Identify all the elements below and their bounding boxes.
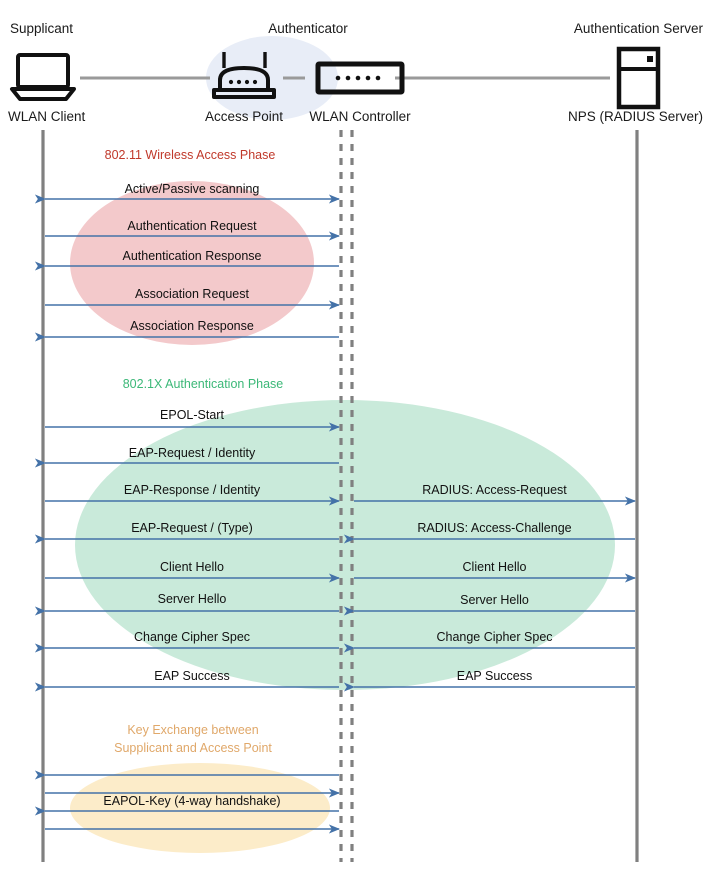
phase-label-key-exchange-line1: Key Exchange between xyxy=(127,723,258,737)
phase-label-key-exchange-line2: Supplicant and Access Point xyxy=(114,741,272,755)
actor-device-wlan-client: WLAN Client xyxy=(8,109,86,124)
message-label: Authentication Response xyxy=(123,249,262,263)
message-m13: Client Hello xyxy=(354,560,637,583)
message-label: Client Hello xyxy=(160,560,224,574)
message-m15: Server Hello xyxy=(343,593,635,616)
message-m7: EAP-Request / Identity xyxy=(34,446,339,468)
actor-device-access-point: Access Point xyxy=(205,109,283,124)
message-label: RADIUS: Access-Challenge xyxy=(417,521,571,535)
network-switch-icon xyxy=(315,61,405,95)
phase-ellipse-key-exchange xyxy=(70,763,330,853)
message-m1: Active/Passive scanning xyxy=(34,182,341,204)
server-tower-icon xyxy=(616,46,661,110)
message-m17: Change Cipher Spec xyxy=(343,630,635,653)
actor-role-auth-server: Authentication Server xyxy=(574,21,704,36)
message-m10: EAP-Request / (Type) xyxy=(34,521,339,544)
actor-role-supplicant: Supplicant xyxy=(10,21,73,36)
wireless-router-icon xyxy=(212,52,276,99)
message-m6: EPOL-Start xyxy=(45,408,341,432)
message-m12: Client Hello xyxy=(45,560,341,583)
message-label: Server Hello xyxy=(158,592,227,606)
message-m2: Authentication Request xyxy=(45,219,341,241)
phase-ellipse-dot1x-auth xyxy=(75,400,615,690)
message-label: Active/Passive scanning xyxy=(125,182,260,196)
message-label: EAP Success xyxy=(154,669,230,683)
message-label: Server Hello xyxy=(460,593,529,607)
message-m5: Association Response xyxy=(34,319,339,342)
actor-device-wlan-controller: WLAN Controller xyxy=(309,109,411,124)
message-label: Change Cipher Spec xyxy=(134,630,250,644)
message-m4: Association Request xyxy=(45,287,341,310)
message-label: Authentication Request xyxy=(127,219,257,233)
message-label: EAP-Request / Identity xyxy=(129,446,256,460)
message-label: Association Response xyxy=(130,319,254,333)
message-label: EAP Success xyxy=(457,669,533,683)
message-m19: EAP Success xyxy=(343,669,635,692)
phase-ellipse-wireless-access xyxy=(70,181,314,345)
message-label: EAPOL-Key (4-way handshake) xyxy=(103,794,280,808)
message-m16: Change Cipher Spec xyxy=(34,630,339,653)
message-label: RADIUS: Access-Request xyxy=(422,483,567,497)
message-label: EAP-Request / (Type) xyxy=(131,521,253,535)
phase-label-dot1x-auth: 802.1X Authentication Phase xyxy=(123,377,284,391)
message-label: Client Hello xyxy=(463,560,527,574)
message-m22: EAPOL-Key (4-way handshake) xyxy=(34,794,339,816)
laptop-icon xyxy=(10,53,76,101)
phase-label-wireless-access: 802.11 Wireless Access Phase xyxy=(105,148,276,162)
message-m8: EAP-Response / Identity xyxy=(45,483,341,506)
message-m11: RADIUS: Access-Challenge xyxy=(343,521,635,544)
message-label: Change Cipher Spec xyxy=(436,630,552,644)
message-m14: Server Hello xyxy=(34,592,339,616)
actor-device-nps: NPS (RADIUS Server) xyxy=(568,109,703,124)
message-m9: RADIUS: Access-Request xyxy=(354,483,637,506)
message-m3: Authentication Response xyxy=(34,249,339,271)
message-label: Association Request xyxy=(135,287,249,301)
actor-role-authenticator: Authenticator xyxy=(268,21,348,36)
message-label: EAP-Response / Identity xyxy=(124,483,261,497)
message-label: EPOL-Start xyxy=(160,408,224,422)
message-m18: EAP Success xyxy=(34,669,339,692)
